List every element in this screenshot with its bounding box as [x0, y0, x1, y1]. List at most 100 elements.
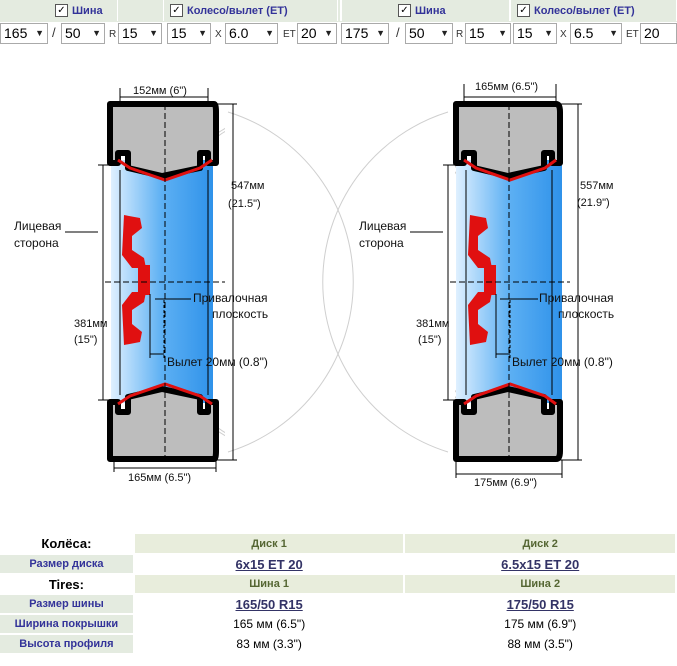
- left-wheel: [65, 88, 237, 472]
- left-rim-width-label: 152мм (6"): [133, 85, 187, 97]
- right-et-select[interactable]: 20: [640, 23, 677, 44]
- tread-width-1: 165 мм (6.5"): [133, 614, 406, 635]
- table-row: Высота профиля 83 мм (3.3") 88 мм (3.5"): [0, 634, 677, 655]
- left-rim-diameter-inch: (15"): [74, 334, 97, 346]
- right-radius-select[interactable]: 15▼: [465, 23, 511, 44]
- left-et-select[interactable]: 20▼: [297, 23, 337, 44]
- left-tire-bottom: [107, 386, 219, 462]
- right-x-label: X: [560, 29, 567, 40]
- right-profile-select[interactable]: 50▼: [405, 23, 453, 44]
- wheels-heading: Колёса:: [0, 534, 135, 555]
- left-outer-diameter-label: 547мм: [231, 180, 264, 192]
- disk-size-1-link[interactable]: 6x15 ET 20: [133, 554, 406, 575]
- selector-row: [0, 22, 677, 48]
- tire-2-heading: Шина 2: [404, 574, 677, 595]
- right-outer-diameter-label: 557мм: [580, 180, 613, 192]
- disk-2-heading: Диск 2: [404, 534, 677, 555]
- right-outer-diameter-inch: (21.9"): [577, 197, 610, 209]
- left-offset-label: Вылет 20мм (0.8"): [167, 355, 268, 369]
- left-radius-value: 15: [122, 25, 138, 41]
- right-rim-w-value: 6.5: [574, 25, 594, 41]
- right-et-label: ET: [626, 29, 639, 40]
- left-et-label: ET: [283, 29, 296, 40]
- right-et-value: 20: [644, 25, 660, 41]
- left-mount-plane-label-2: плоскость: [212, 307, 268, 321]
- left-width-select[interactable]: 165▼: [0, 23, 48, 44]
- disk-size-2-link[interactable]: 6.5x15 ET 20: [404, 554, 677, 575]
- wheel-comparison-diagram: 152мм (6") 165мм (6.5") 547мм (21.5") 38…: [14, 81, 614, 489]
- right-offset-label: Вылет 20мм (0.8"): [512, 355, 613, 369]
- left-face-side-label-2: сторона: [14, 236, 59, 250]
- tire-size-2-link[interactable]: 175/50 R15: [404, 594, 677, 615]
- left-r-label: R: [109, 29, 117, 40]
- table-row: Ширина покрышки 165 мм (6.5") 175 мм (6.…: [0, 614, 677, 635]
- left-rim-w-value: 6.0: [229, 25, 249, 41]
- right-rim-diameter-inch: (15"): [418, 334, 441, 346]
- right-rim-width-label: 165мм (6.5"): [475, 81, 538, 93]
- right-wheel-label: Колесо/вылет (ET): [534, 4, 635, 17]
- right-wheel: [410, 84, 582, 478]
- table-row: Размер шины 165/50 R15 175/50 R15: [0, 594, 677, 615]
- right-tire-width-label: 175мм (6.9"): [474, 477, 537, 489]
- tire-size-label: Размер шины: [0, 594, 135, 615]
- right-tire-header[interactable]: ✓ Шина: [340, 0, 510, 21]
- right-r-label: R: [456, 29, 464, 40]
- left-rim-w-select[interactable]: 6.0▼: [225, 23, 278, 44]
- left-tire-top: [107, 101, 219, 179]
- right-rim-d-value: 15: [517, 25, 533, 41]
- header-bar: ✓ Шина ✓ Колесо/вылет (ET) ✓ Шина ✓ Коле…: [0, 0, 677, 22]
- right-width-value: 175: [345, 25, 369, 41]
- left-width-value: 165: [4, 25, 28, 41]
- left-tire-checkbox[interactable]: ✓: [55, 4, 68, 17]
- tread-width-label: Ширина покрышки: [0, 614, 135, 635]
- left-tire-width-label: 165мм (6.5"): [128, 472, 191, 484]
- right-face-side-label-1: Лицевая: [359, 219, 406, 233]
- tire-1-heading: Шина 1: [133, 574, 406, 595]
- header-left-pad: [0, 0, 118, 21]
- left-profile-select[interactable]: 50▼: [61, 23, 105, 44]
- profile-height-1: 83 мм (3.3"): [133, 634, 406, 655]
- left-slash: /: [52, 25, 56, 40]
- right-rim-d-select[interactable]: 15▼: [513, 23, 557, 44]
- table-row: Колёса: Диск 1 Диск 2: [0, 534, 677, 555]
- tires-heading: Tires:: [0, 574, 135, 595]
- left-radius-select[interactable]: 15▼: [118, 23, 162, 44]
- right-radius-value: 15: [469, 25, 485, 41]
- left-rim-d-value: 15: [171, 25, 187, 41]
- right-tire-checkbox[interactable]: ✓: [398, 4, 411, 17]
- right-mount-plane-label-1: Привалочная: [539, 291, 614, 305]
- left-rim-diameter-label: 381мм: [74, 318, 107, 330]
- circle-mask: [225, 100, 455, 470]
- profile-height-label: Высота профиля: [0, 634, 135, 655]
- left-tire-label: Шина: [72, 4, 103, 17]
- right-mount-plane-label-2: плоскость: [558, 307, 614, 321]
- left-outer-diameter-inch: (21.5"): [228, 198, 261, 210]
- disk-size-label: Размер диска: [0, 554, 135, 575]
- right-rim-diameter-label: 381мм: [416, 318, 449, 330]
- right-rim-w-select[interactable]: 6.5▼: [570, 23, 622, 44]
- left-face-side-label-1: Лицевая: [14, 219, 61, 233]
- right-tire-top: [453, 101, 563, 179]
- left-et-value: 20: [301, 25, 317, 41]
- disk-1-heading: Диск 1: [133, 534, 406, 555]
- profile-height-2: 88 мм (3.5"): [404, 634, 677, 655]
- left-wheel-label: Колесо/вылет (ET): [187, 4, 288, 17]
- right-face-side-label-2: сторона: [359, 236, 404, 250]
- left-rim-d-select[interactable]: 15▼: [167, 23, 211, 44]
- table-row: Размер диска 6x15 ET 20 6.5x15 ET 20: [0, 554, 677, 575]
- left-tire-header[interactable]: ✓ Шина: [49, 0, 165, 21]
- left-wheel-header[interactable]: ✓ Колесо/вылет (ET): [163, 0, 338, 21]
- right-profile-value: 50: [409, 25, 425, 41]
- right-tire-bottom: [453, 386, 563, 462]
- tread-width-2: 175 мм (6.9"): [404, 614, 677, 635]
- right-wheel-checkbox[interactable]: ✓: [517, 4, 530, 17]
- table-row: Tires: Шина 1 Шина 2: [0, 574, 677, 595]
- right-wheel-header[interactable]: ✓ Колесо/вылет (ET): [510, 0, 677, 21]
- left-x-label: X: [215, 29, 222, 40]
- left-profile-value: 50: [65, 25, 81, 41]
- comparison-table: Колёса: Диск 1 Диск 2 Размер диска 6x15 …: [0, 534, 677, 655]
- tire-size-1-link[interactable]: 165/50 R15: [133, 594, 406, 615]
- left-wheel-checkbox[interactable]: ✓: [170, 4, 183, 17]
- right-tire-label: Шина: [415, 4, 446, 17]
- right-width-select[interactable]: 175▼: [341, 23, 389, 44]
